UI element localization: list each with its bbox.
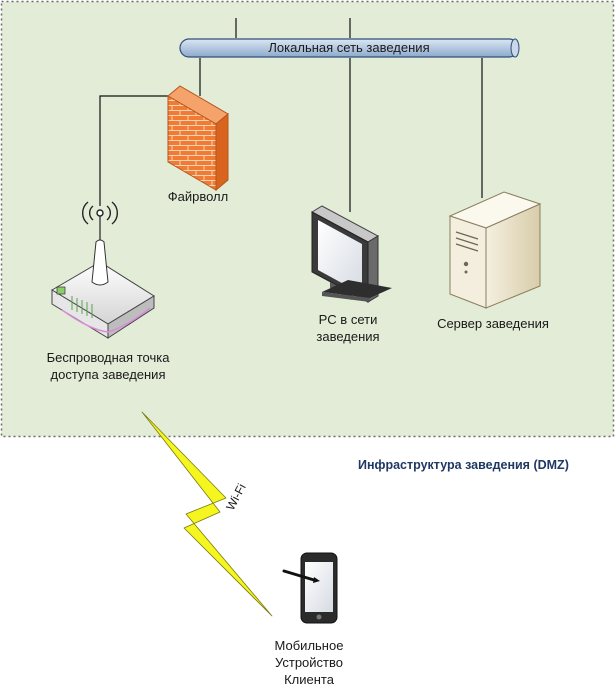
signal-icon [82,201,118,225]
firewall-label: Файрволл [167,189,229,204]
server-label: Сервер заведения [437,316,549,331]
network-bus-label: Локальная сеть заведения [268,40,430,55]
network-bus [179,38,520,58]
firewall-icon [167,85,229,192]
mobile-label: Мобильное Устройство Клиента [274,638,344,687]
zone-label: Инфраструктура заведения (DMZ) [358,458,569,472]
access-point-icon [51,201,155,339]
server-icon [448,191,542,309]
pc-monitor-icon [310,205,392,303]
pc-label: PC в сети заведения [316,312,380,344]
connection-lines [99,18,483,212]
wifi-link [141,411,273,617]
mobile-device-icon [282,552,338,624]
access-point-label: Беспроводная точка доступа заведения [46,350,170,382]
